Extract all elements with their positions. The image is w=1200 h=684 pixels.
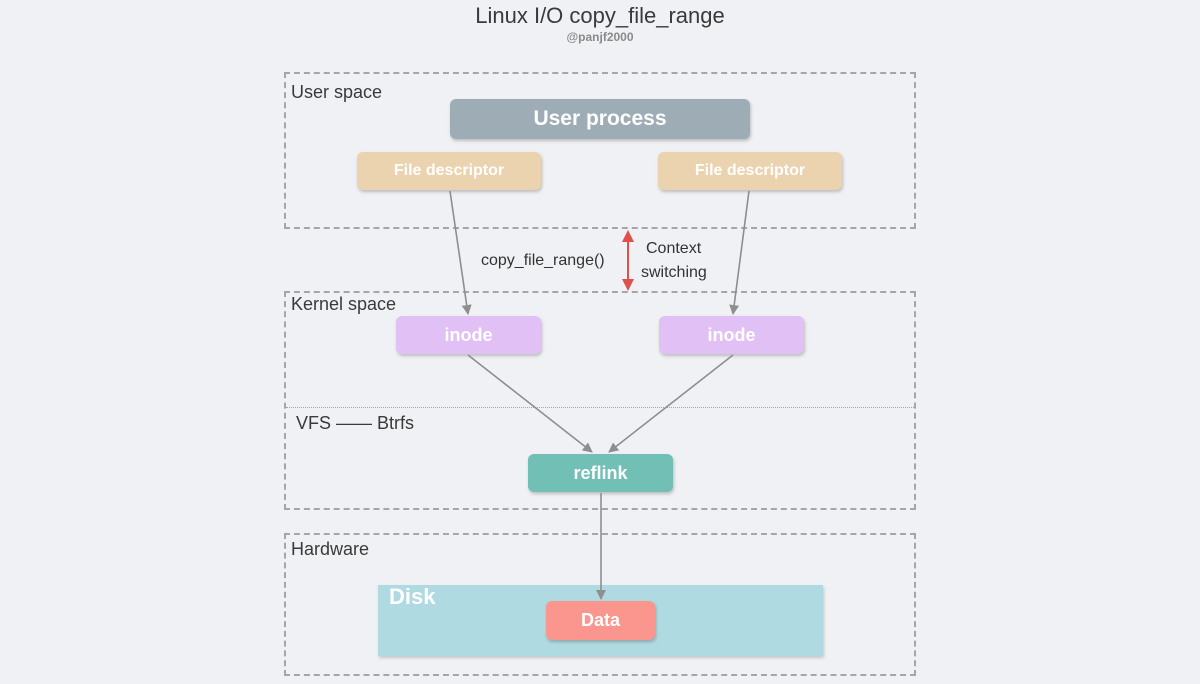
hardware-zone	[284, 533, 916, 676]
inode-right-label: inode	[707, 324, 756, 345]
syscall-label: copy_file_range()	[481, 252, 605, 269]
file-descriptor-right-box: File descriptor	[658, 152, 842, 190]
inode-left-label: inode	[444, 324, 493, 345]
hardware-label: Hardware	[291, 539, 370, 559]
context-switching-line2: switching	[641, 264, 707, 281]
arrow-inode-right-to-reflink	[608, 354, 734, 453]
data-label: Data	[580, 610, 620, 630]
user-process-label: User process	[533, 107, 667, 130]
diagram-author: @panjf2000	[566, 30, 634, 44]
vfs-label: VFS —— Btrfs	[296, 413, 415, 433]
kernel-space-zone	[284, 291, 916, 510]
user-space-label: User space	[291, 82, 383, 102]
arrow-fd-left-to-inode-left	[449, 190, 472, 315]
arrow-fd-right-to-inode-right	[729, 190, 750, 315]
inode-right-box: inode	[659, 316, 804, 354]
file-descriptor-right-label: File descriptor	[694, 162, 806, 179]
user-space-zone	[284, 72, 916, 229]
arrow-inode-left-to-reflink	[467, 354, 593, 453]
file-descriptor-left-label: File descriptor	[393, 162, 505, 179]
data-box: Data	[546, 601, 655, 640]
user-process-box: User process	[450, 99, 750, 139]
vfs-divider	[286, 407, 914, 408]
inode-left-box: inode	[396, 316, 541, 354]
context-switching-line1: Context	[646, 240, 702, 257]
kernel-space-label: Kernel space	[291, 294, 397, 314]
file-descriptor-left-box: File descriptor	[357, 152, 541, 190]
disk-label: Disk	[389, 584, 436, 609]
reflink-box: reflink	[528, 454, 673, 492]
diagram-title: Linux I/O copy_file_range	[475, 3, 725, 28]
reflink-label: reflink	[573, 462, 628, 483]
